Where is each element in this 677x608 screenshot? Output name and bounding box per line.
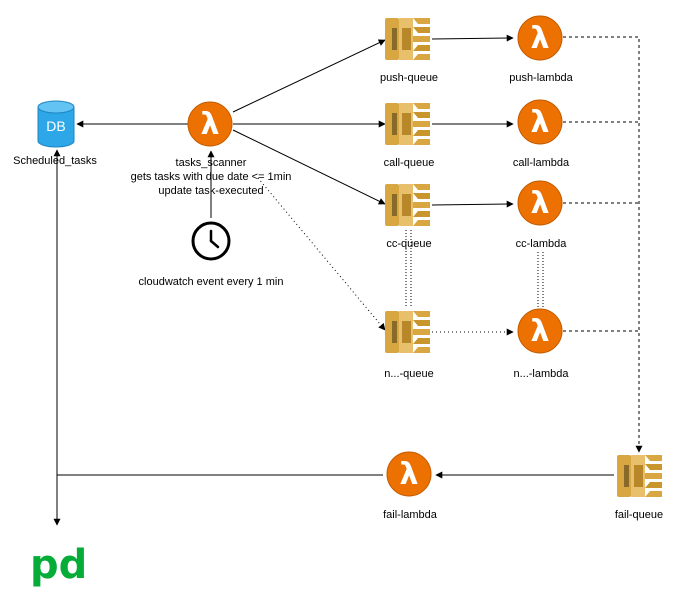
edge-push-lambda-fail <box>563 36 643 453</box>
scanner-description-line2: update task-executed <box>158 185 264 197</box>
pagerduty-logo: pd <box>30 542 87 588</box>
sqs-queue-icon <box>385 103 430 145</box>
lambda-icon <box>517 308 563 354</box>
queue-label-call: call-queue <box>383 157 435 169</box>
fail-lambda-label: fail-lambda <box>383 509 437 521</box>
edge-cc-queue-lambda <box>431 200 514 208</box>
edge-scanner-cc-queue <box>232 129 386 205</box>
edge-scanner-n-queue <box>257 177 386 331</box>
cloudwatch-label: cloudwatch event every 1 min <box>138 276 284 288</box>
queue-label-push: push-queue <box>379 72 439 84</box>
lambda-icon <box>517 180 563 226</box>
queue-label-n: n...-queue <box>384 368 434 380</box>
clock-icon <box>191 221 231 261</box>
scanner-name: tasks_scanner <box>175 157 247 169</box>
db-label: Scheduled_tasks <box>13 155 97 167</box>
lambda-label-call: call-lambda <box>512 157 570 169</box>
sqs-queue-icon <box>617 455 662 497</box>
lambda-label-cc: cc-lambda <box>515 238 567 250</box>
db-icon-text: DB <box>46 118 65 134</box>
lambda-icon <box>517 99 563 145</box>
lambda-label-n: n...-lambda <box>513 368 569 380</box>
sqs-queue-icon <box>385 184 430 226</box>
queue-label-cc: cc-queue <box>386 238 432 250</box>
fail-queue-label: fail-queue <box>614 509 664 521</box>
lambda-icon <box>386 451 432 497</box>
database-icon: DB <box>37 100 75 148</box>
pd-logo-text: pd <box>30 542 87 588</box>
sqs-queue-icon <box>385 311 430 353</box>
lambda-label-push: push-lambda <box>509 72 573 84</box>
sqs-queue-icon <box>385 18 430 60</box>
edge-push-queue-lambda <box>431 34 514 42</box>
lambda-icon <box>517 15 563 61</box>
lambda-icon <box>187 101 233 147</box>
edge-scanner-push-queue <box>232 39 386 113</box>
scanner-description-line1: gets tasks with due date <= 1min <box>130 171 292 183</box>
